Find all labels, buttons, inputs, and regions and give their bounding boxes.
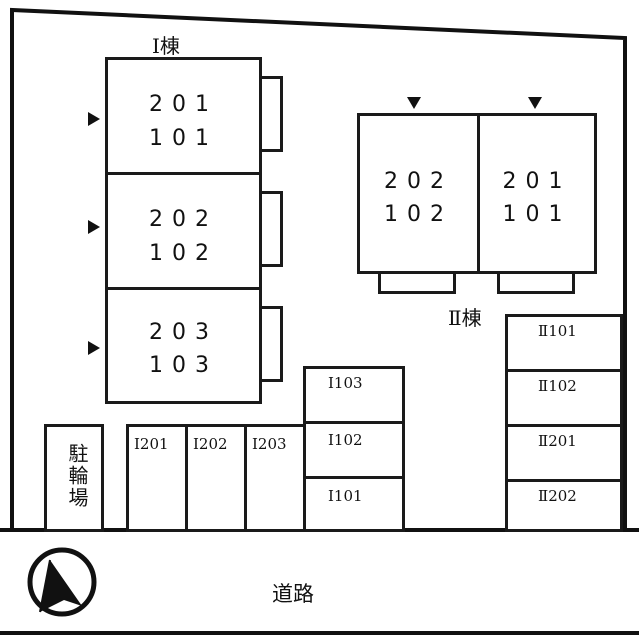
unit-number-upper: 201 [502,169,572,194]
site-boundary [10,7,627,530]
north-arrow-icon [27,547,97,617]
parking-space-label: Ⅱ102 [538,377,577,395]
unit-number-lower: 102 [149,241,218,266]
entrance-arrow-icon [88,112,100,126]
unit-number-upper: 203 [149,320,218,345]
unit-number-upper: 201 [149,92,218,117]
balcony [497,270,575,294]
unit-number-upper: 202 [384,169,453,194]
parking-space-label: Ⅰ203 [252,435,287,453]
parking-space-label: Ⅱ101 [538,322,577,340]
parking-space-label: Ⅰ103 [328,374,363,392]
building-2-title: Ⅱ棟 [448,306,482,330]
building-2-unit-1: 202 102 [357,113,480,274]
parking-space-label: Ⅱ202 [538,487,577,505]
building-1-unit-1: 201 101 [105,57,262,175]
parking-space: Ⅰ101 [303,476,405,532]
parking-space: Ⅰ103 [303,366,405,424]
building-2-unit-2: 201 101 [477,113,597,274]
parking-space-label: Ⅰ101 [328,487,363,505]
entrance-arrow-icon [88,220,100,234]
building-1-title: Ⅰ棟 [152,34,180,58]
parking-space-label: Ⅰ201 [134,435,169,453]
parking-space-label: Ⅱ201 [538,432,577,450]
parking-space: Ⅰ201 [126,424,188,532]
building-1-unit-3: 203 103 [105,287,262,404]
bicycle-parking: 駐輪場 [44,424,104,532]
bicycle-parking-label: 駐輪場 [65,443,89,509]
entrance-arrow-icon [528,97,542,109]
parking-space: Ⅰ202 [185,424,247,532]
balcony [259,306,283,382]
parking-space: Ⅱ201 [505,424,623,482]
parking-space-label: Ⅰ102 [328,431,363,449]
entrance-arrow-icon [88,341,100,355]
unit-number-lower: 101 [149,126,218,151]
unit-number-lower: 101 [502,202,572,227]
parking-space-label: Ⅰ202 [193,435,228,453]
balcony [259,191,283,267]
unit-number-upper: 202 [149,207,218,232]
parking-space: Ⅱ101 [505,314,623,372]
unit-number-lower: 102 [384,202,453,227]
building-1-unit-2: 202 102 [105,172,262,290]
parking-space: Ⅰ203 [244,424,306,532]
unit-number-lower: 103 [149,353,218,378]
entrance-arrow-icon [407,97,421,109]
road-label: 道路 [272,582,314,606]
parking-space: Ⅱ202 [505,479,623,532]
parking-space: Ⅱ102 [505,369,623,427]
balcony [259,76,283,152]
parking-space: Ⅰ102 [303,421,405,479]
